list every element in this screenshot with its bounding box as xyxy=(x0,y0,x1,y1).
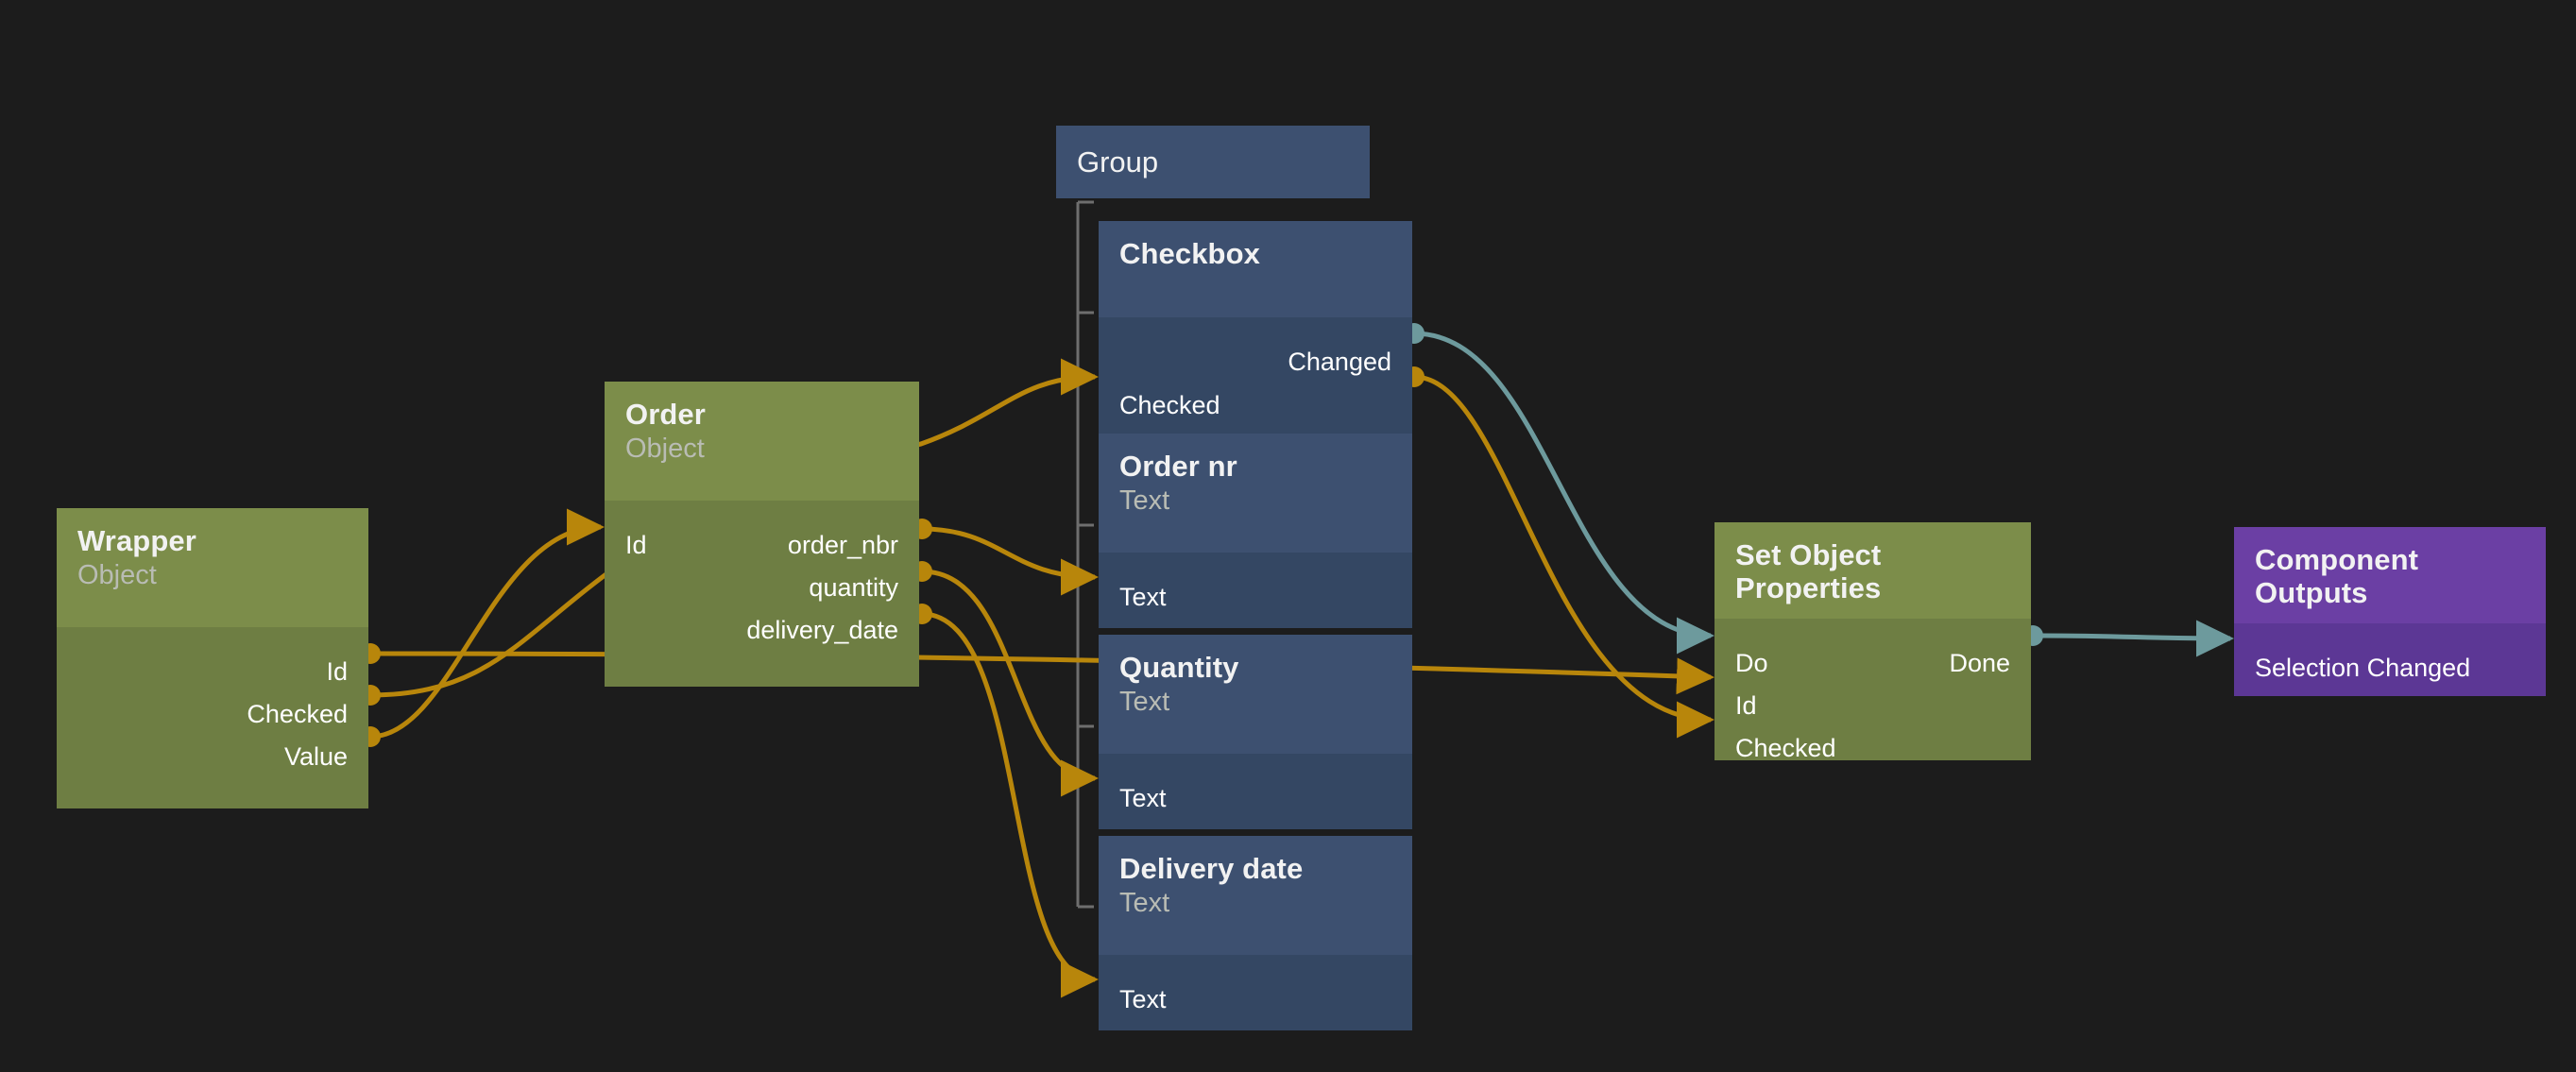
port-in-component-outputs-selection-changed[interactable]: Selection Changed xyxy=(2255,654,2471,682)
group-header[interactable]: Group xyxy=(1056,126,1370,198)
node-header-component-outputs[interactable]: Component Outputs xyxy=(2234,527,2546,623)
node-title-component-outputs: Component Outputs xyxy=(2255,543,2419,609)
port-out-set-object-properties-done[interactable]: Done xyxy=(1949,649,2010,677)
node-body-component-outputs: Selection Changed xyxy=(2234,623,2546,696)
edge-sop-done-to-component-outputs xyxy=(2032,620,2235,657)
port-out-wrapper-checked[interactable]: Checked xyxy=(247,700,348,728)
edge-checkbox-changed-to-sop-do xyxy=(1413,331,1714,655)
port-in-set-object-properties-do[interactable]: Do xyxy=(1735,649,1768,677)
edge-checkbox-checked-to-sop-checked xyxy=(1413,374,1714,739)
node-body-quantity: Text xyxy=(1099,754,1412,829)
port-out-wrapper-id[interactable]: Id xyxy=(326,657,348,686)
port-checkbox-changed[interactable]: Changed xyxy=(1288,348,1391,376)
node-header-set-object-properties[interactable]: Set Object Properties xyxy=(1714,522,2031,619)
port-in-delivery-date-text[interactable]: Text xyxy=(1119,985,1167,1013)
node-subtitle-quantity: Text xyxy=(1119,686,1170,717)
edge-order-delivery-to-delivery-date-text xyxy=(921,611,1099,998)
node-title-delivery-date: Delivery date xyxy=(1119,852,1304,885)
port-out-order-quantity[interactable]: quantity xyxy=(809,573,898,602)
port-in-quantity-text[interactable]: Text xyxy=(1119,784,1167,812)
group-label: Group xyxy=(1077,145,1159,179)
port-out-wrapper-value[interactable]: Value xyxy=(283,742,348,771)
node-title-checkbox: Checkbox xyxy=(1119,237,1260,270)
port-in-set-object-properties-checked[interactable]: Checked xyxy=(1735,734,1836,762)
port-in-order-id[interactable]: Id xyxy=(625,531,647,559)
node-title-quantity: Quantity xyxy=(1119,651,1239,684)
node-subtitle-order: Object xyxy=(625,433,705,464)
port-in-set-object-properties-id[interactable]: Id xyxy=(1735,691,1757,720)
node-subtitle-wrapper: Object xyxy=(77,559,157,590)
port-checkbox-checked[interactable]: Checked xyxy=(1119,391,1220,419)
node-body-delivery-date: Text xyxy=(1099,955,1412,1030)
node-title-wrapper: Wrapper xyxy=(77,524,196,557)
node-header-checkbox[interactable]: Checkbox xyxy=(1099,221,1412,317)
group-bracket xyxy=(1076,200,1094,909)
edge-order-quantity-to-quantity-text xyxy=(921,569,1099,797)
node-title-order: Order xyxy=(625,398,706,431)
node-title-set-object-properties: Set Object Properties xyxy=(1735,538,1882,604)
edge-order-nbr-to-order-nr-text xyxy=(921,526,1100,596)
node-body-order: Id order_nbr quantity delivery_date xyxy=(605,501,919,687)
port-in-order-nr-text[interactable]: Text xyxy=(1119,583,1167,611)
node-subtitle-order-nr: Text xyxy=(1119,485,1170,516)
port-out-order-order_nbr[interactable]: order_nbr xyxy=(787,531,898,559)
edge-wrapper-value-to-order-id xyxy=(369,508,605,740)
edge-wrapper-id-to-sop-id xyxy=(369,651,1714,695)
node-body-order-nr: Text xyxy=(1099,553,1412,628)
node-subtitle-delivery-date: Text xyxy=(1119,887,1170,918)
port-out-order-delivery_date[interactable]: delivery_date xyxy=(746,616,898,644)
node-title-order-nr: Order nr xyxy=(1119,450,1237,483)
